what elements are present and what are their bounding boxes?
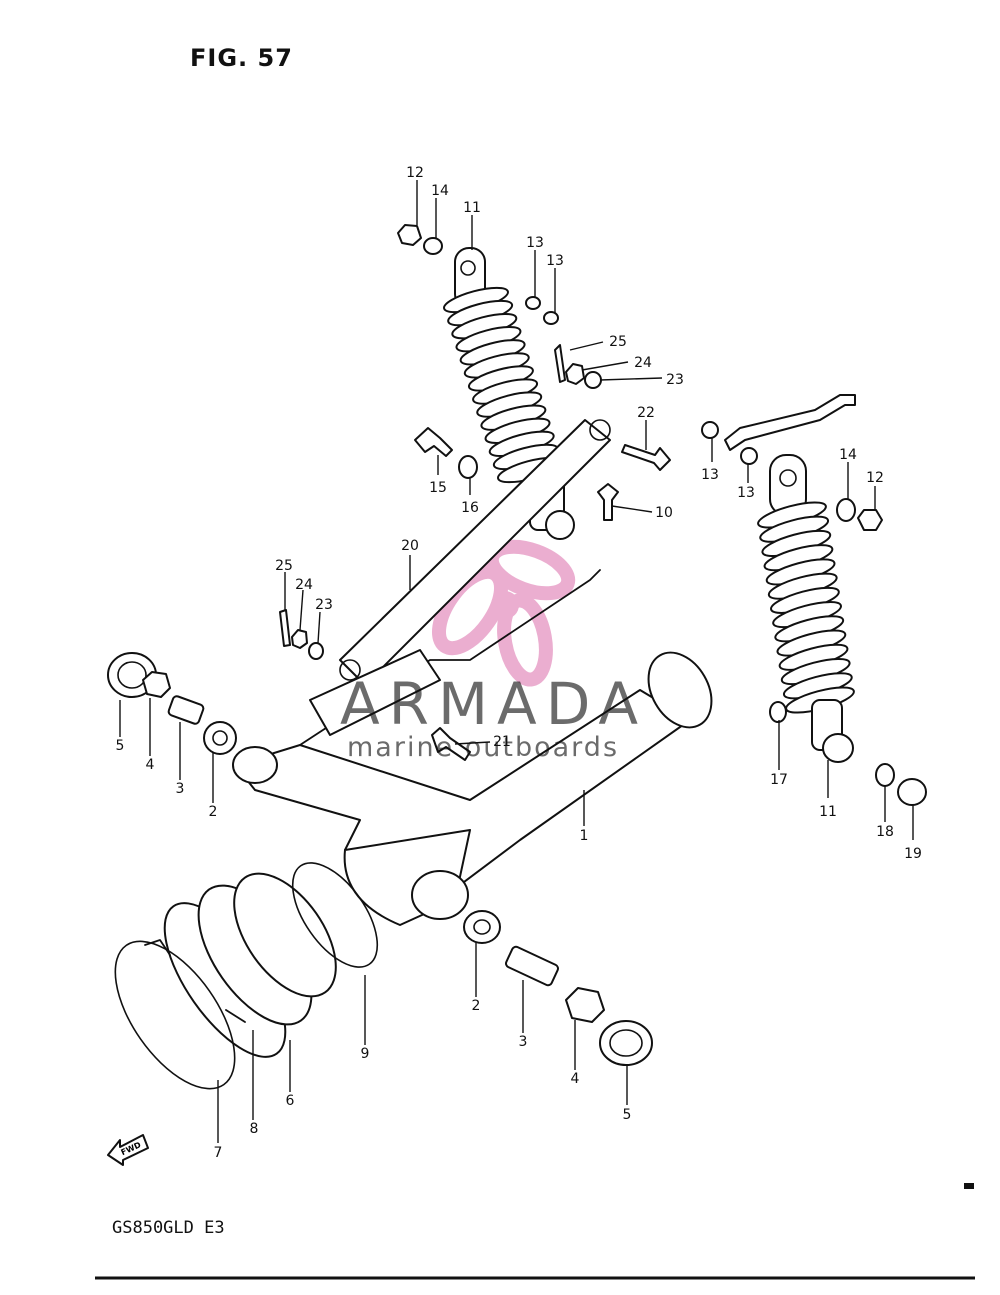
callout-label: 21	[493, 734, 511, 750]
leader-lines	[119, 180, 914, 1143]
callout-label: 1	[580, 828, 589, 844]
callout-label: 13	[701, 467, 719, 483]
callout-label: 3	[176, 781, 185, 797]
callout-numbers: 1 2 2 3 3 4 4 5 5 6 7 8 9 10 11 11 12 12…	[116, 165, 922, 1161]
callout-label: 13	[546, 253, 564, 269]
fwd-arrow-icon: FWD	[107, 1134, 149, 1166]
callout-label: 8	[250, 1121, 259, 1137]
model-code: GS850GLD E3	[112, 1218, 225, 1238]
callout-label: 24	[634, 355, 652, 371]
callout-label: 10	[655, 505, 673, 521]
callout-label: 25	[609, 334, 627, 350]
page-marker	[964, 1183, 974, 1189]
callout-label: 14	[839, 447, 857, 463]
callout-label: 15	[429, 480, 447, 496]
callout-label: 12	[406, 165, 424, 181]
callout-label: 25	[275, 558, 293, 574]
callout-label: 4	[571, 1071, 580, 1087]
callout-label: 4	[146, 757, 155, 773]
rear-shock-right	[757, 454, 855, 763]
drive-boot	[114, 862, 379, 1090]
callout-label: 2	[472, 998, 481, 1014]
callout-label: 24	[295, 577, 313, 593]
callout-label: 11	[463, 200, 481, 216]
callout-label: 5	[623, 1107, 632, 1123]
callout-label: 9	[361, 1046, 370, 1062]
callout-label: 2	[209, 804, 218, 820]
callout-label: 14	[431, 183, 449, 199]
callout-label: 22	[637, 405, 655, 421]
callout-label: 23	[315, 597, 333, 613]
swingarm	[232, 569, 713, 926]
watermark-tagline: marine outboards	[347, 732, 620, 763]
callout-label: 13	[737, 485, 755, 501]
torque-rod	[339, 419, 611, 686]
callout-label: 20	[401, 538, 419, 554]
callout-label: 6	[286, 1093, 295, 1109]
callout-label: 16	[461, 500, 479, 516]
callout-label: 19	[904, 846, 922, 862]
callout-label: 5	[116, 738, 125, 754]
figure-title: FIG. 57	[190, 44, 293, 72]
callout-label: 13	[526, 235, 544, 251]
watermark-brand: ARMADA	[340, 670, 648, 738]
callout-label: 17	[770, 772, 788, 788]
callout-label: 18	[876, 824, 894, 840]
callout-label: 23	[666, 372, 684, 388]
rear-shock-left	[443, 247, 575, 540]
callout-label: 12	[866, 470, 884, 486]
callout-label: 11	[819, 804, 837, 820]
callout-label: 7	[214, 1145, 223, 1161]
callout-label: 3	[519, 1034, 528, 1050]
